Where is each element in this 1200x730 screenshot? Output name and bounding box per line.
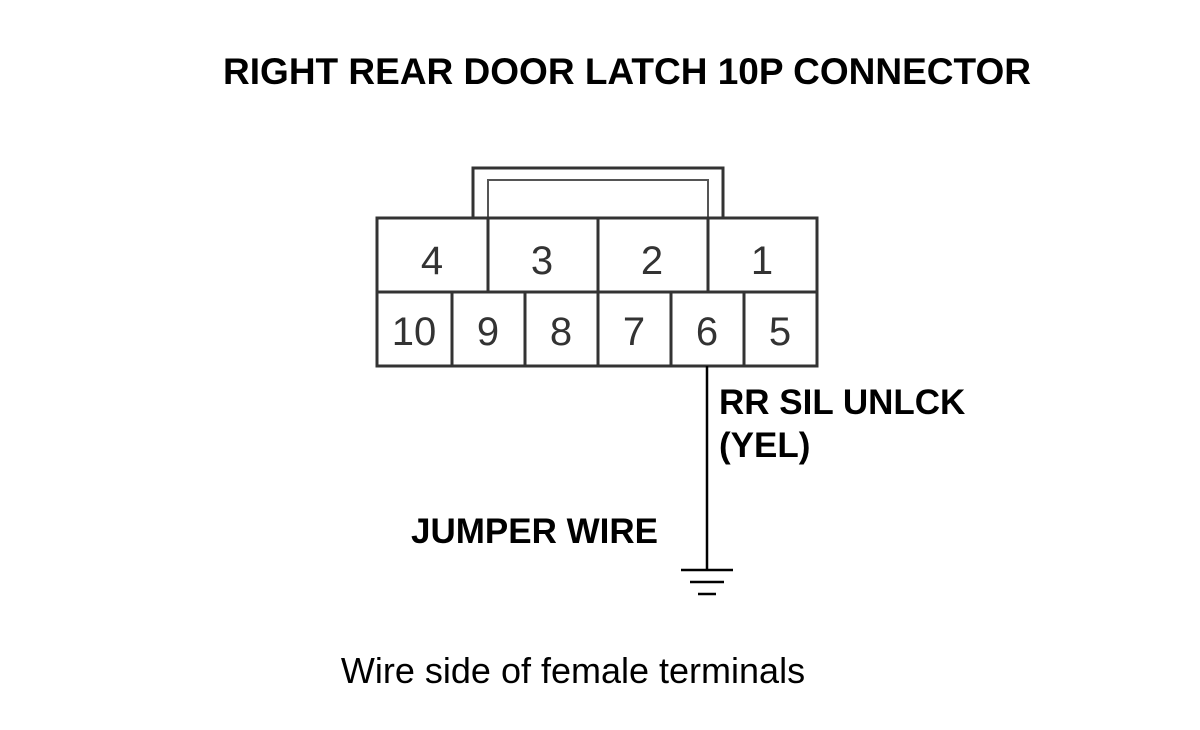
connector-latch xyxy=(471,166,725,218)
pin-9-label: 9 xyxy=(477,310,499,354)
pin-3-label: 3 xyxy=(531,239,553,283)
wire-color-label: (YEL) xyxy=(719,426,810,465)
wire-name-label: RR SIL UNLCK xyxy=(719,383,965,422)
pin-4-label: 4 xyxy=(421,239,443,283)
jumper-wire-label: JUMPER WIRE xyxy=(411,512,658,551)
pin-10-label: 10 xyxy=(392,310,437,354)
ground-icon xyxy=(681,568,733,596)
pin-7-label: 7 xyxy=(623,310,645,354)
pin-2-label: 2 xyxy=(641,239,663,283)
pin-8-label: 8 xyxy=(550,310,572,354)
pin-6-label: 6 xyxy=(696,310,718,354)
diagram-caption: Wire side of female terminals xyxy=(341,650,805,691)
diagram-title: RIGHT REAR DOOR LATCH 10P CONNECTOR xyxy=(223,51,1031,92)
pin-5-label: 5 xyxy=(769,310,791,354)
pin-1-label: 1 xyxy=(751,239,773,283)
connector-latch-inner xyxy=(487,179,709,218)
